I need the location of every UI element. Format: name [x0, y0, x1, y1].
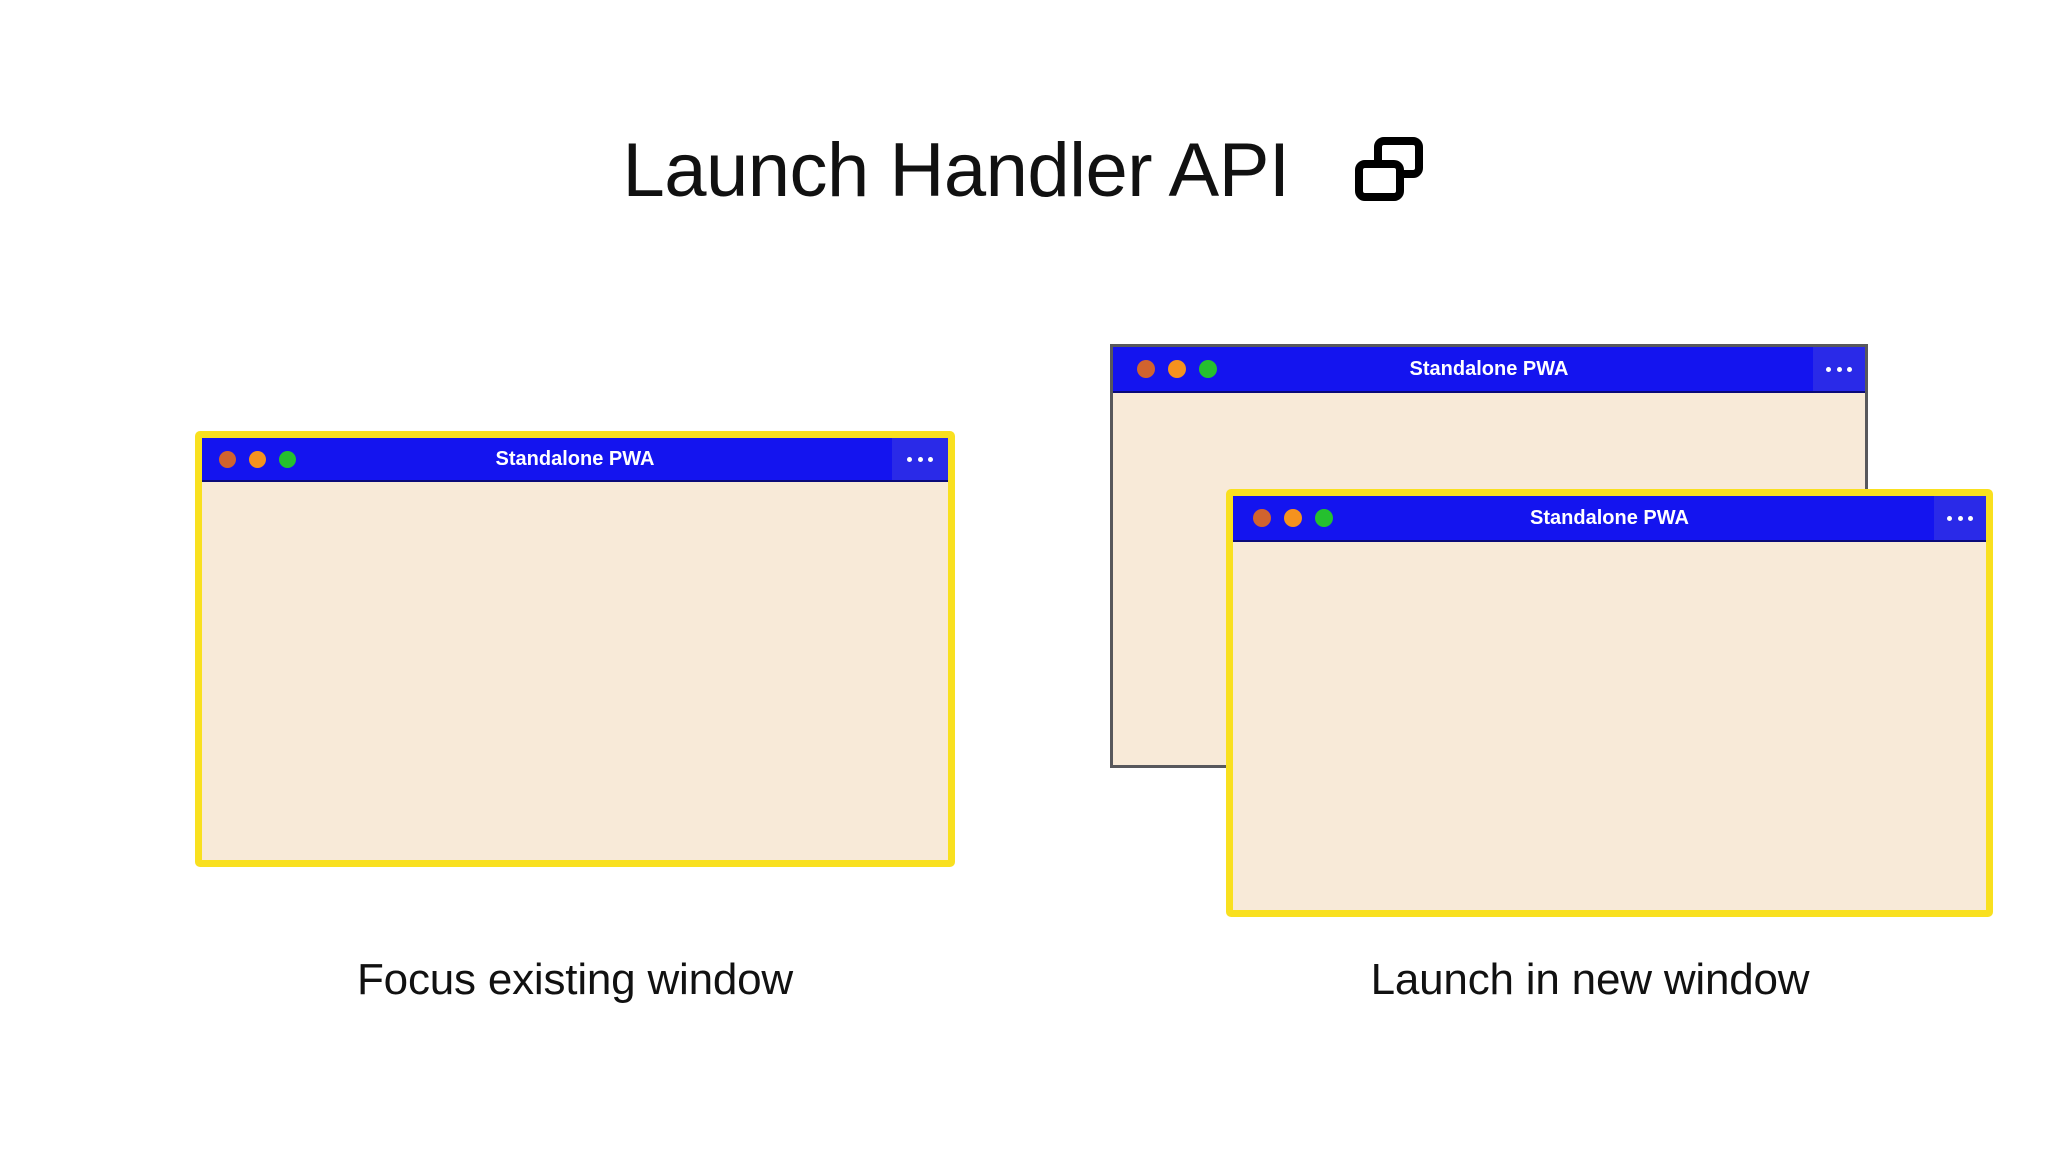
traffic-light-controls[interactable] [1253, 509, 1333, 527]
window-frame: Standalone PWA [202, 438, 948, 860]
menu-dot-3 [927, 456, 933, 462]
window-title: Standalone PWA [1409, 357, 1569, 380]
overflow-menu-button[interactable] [892, 438, 948, 480]
caption-focus-existing-window: Focus existing window [357, 955, 793, 1004]
caption-launch-in-new-window: Launch in new window [1370, 955, 1810, 1004]
menu-dot-1 [907, 456, 913, 462]
menu-dot-1 [1947, 515, 1953, 521]
menu-dot-2 [1957, 515, 1963, 521]
minimize-dot[interactable] [1284, 509, 1302, 527]
maximize-dot[interactable] [1199, 360, 1217, 378]
standalone-pwa-window-new[interactable]: Standalone PWA [1226, 489, 1993, 917]
window-titlebar[interactable]: Standalone PWA [1233, 496, 1986, 542]
window-content-area [1233, 542, 1986, 910]
menu-dot-1 [1826, 366, 1832, 372]
menu-dot-2 [917, 456, 923, 462]
page-title: Launch Handler API [622, 128, 1290, 213]
close-dot[interactable] [1137, 360, 1155, 378]
overflow-menu-button[interactable] [1934, 496, 1986, 540]
page-header: Launch Handler API [0, 116, 2048, 226]
window-title: Standalone PWA [495, 447, 655, 470]
close-dot[interactable] [1253, 509, 1271, 527]
close-dot[interactable] [219, 450, 236, 468]
window-title: Standalone PWA [1530, 506, 1689, 529]
menu-dot-3 [1967, 515, 1973, 521]
window-stack-icon [1352, 134, 1426, 208]
traffic-light-controls[interactable] [1137, 360, 1217, 378]
window-content-area [202, 482, 948, 860]
minimize-dot[interactable] [1168, 360, 1186, 378]
traffic-light-controls[interactable] [219, 450, 296, 468]
standalone-pwa-window-focused[interactable]: Standalone PWA [195, 431, 955, 867]
window-frame: Standalone PWA [1233, 496, 1986, 910]
overflow-menu-button[interactable] [1813, 347, 1865, 391]
window-titlebar[interactable]: Standalone PWA [202, 438, 948, 482]
menu-dot-3 [1846, 366, 1852, 372]
menu-dot-2 [1836, 366, 1842, 372]
maximize-dot[interactable] [1315, 509, 1333, 527]
window-titlebar[interactable]: Standalone PWA [1113, 347, 1865, 393]
maximize-dot[interactable] [279, 450, 296, 468]
minimize-dot[interactable] [249, 450, 266, 468]
